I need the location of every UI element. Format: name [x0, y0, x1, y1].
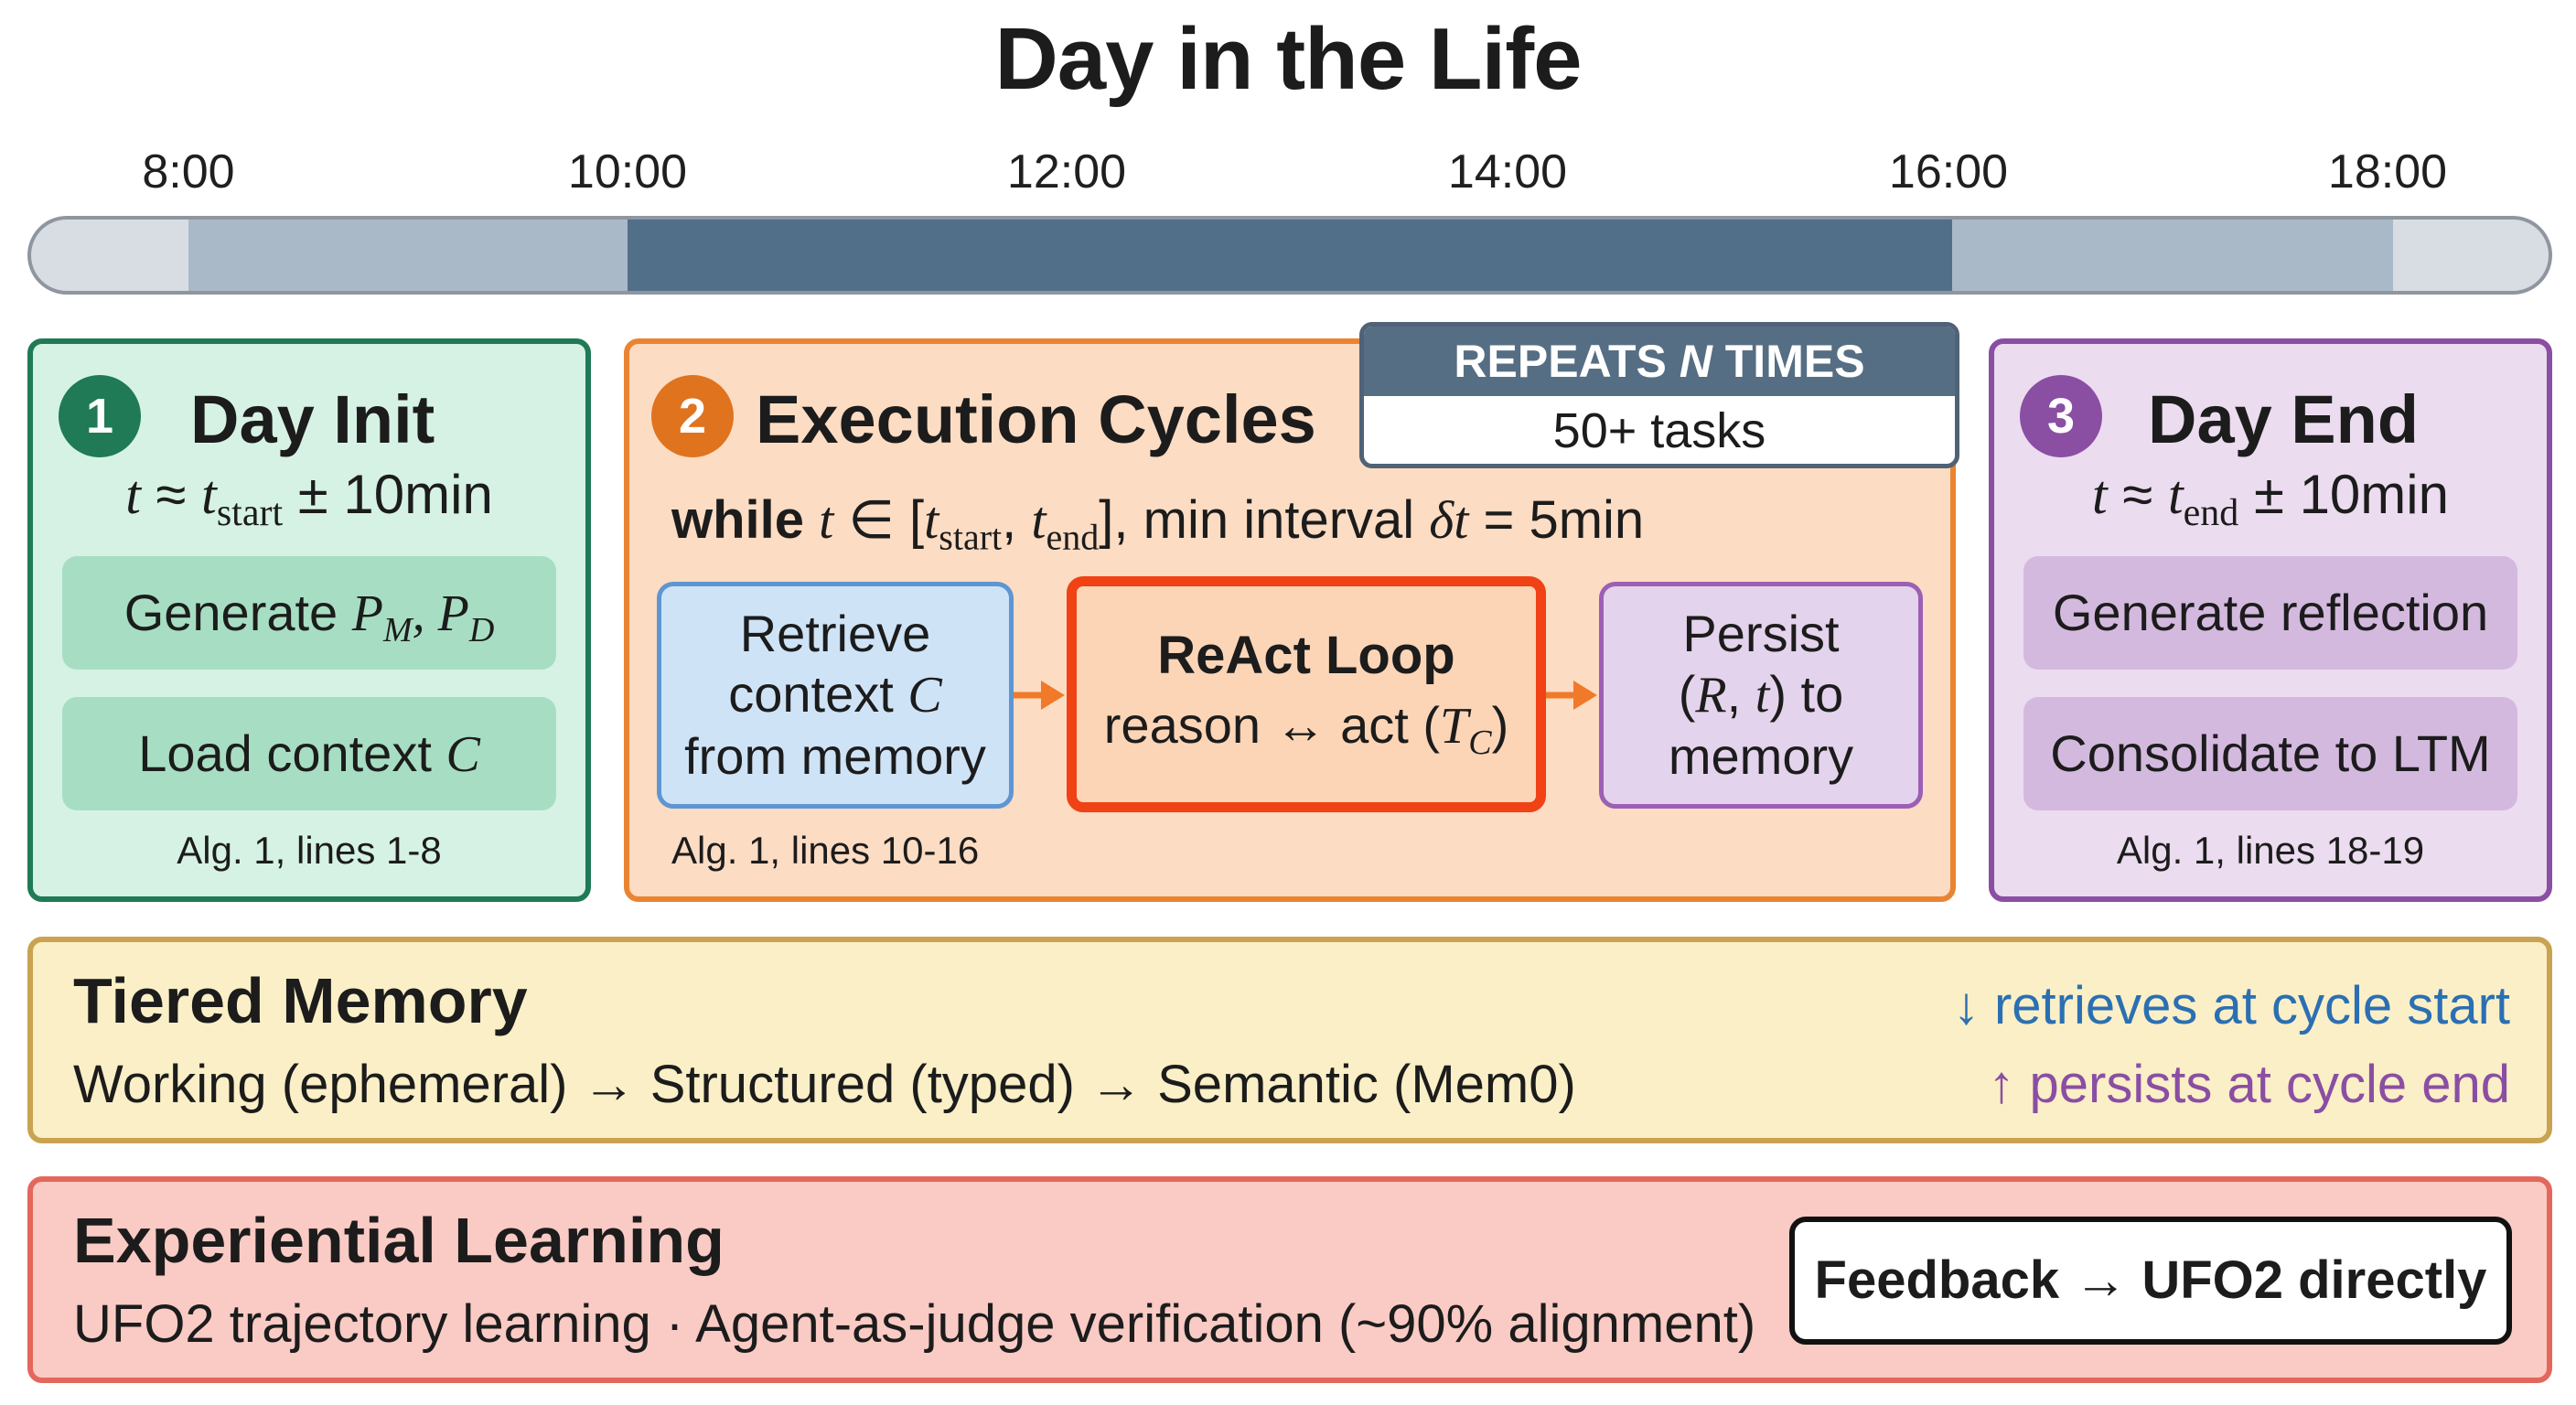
timeline-bar	[27, 216, 2552, 295]
generate-step: Generate PM, PD	[62, 556, 556, 670]
card-title: Day Init	[190, 381, 435, 457]
tick-label: 16:00	[1888, 145, 2009, 198]
day-init-card: 1 Day Init t ≈ tstart ± 10min Generate P…	[27, 338, 591, 902]
algorithm-reference: Alg. 1, lines 18-19	[2116, 829, 2425, 872]
arrow-right-icon	[1546, 681, 1597, 710]
learning-title: Experiential Learning	[73, 1205, 724, 1276]
tick-label: 18:00	[2327, 145, 2448, 198]
memory-tiers: Working (ephemeral) → Structured (typed)…	[73, 1055, 1576, 1114]
timeline-init-segment	[188, 220, 628, 291]
timeline-end-segment	[1952, 220, 2393, 291]
persist-note: ↑ persists at cycle end	[1988, 1055, 2510, 1114]
react-loop-title: ReAct Loop	[1157, 626, 1455, 686]
step-badge: 3	[2020, 375, 2102, 457]
tick-label: 12:00	[1006, 145, 1127, 198]
timing-formula: t ≈ tstart ± 10min	[125, 464, 493, 534]
memory-title: Tiered Memory	[73, 965, 528, 1036]
step-badge: 2	[651, 375, 734, 457]
react-loop-detail: reason ↔ act (TC)	[1103, 695, 1509, 762]
learning-detail: UFO2 trajectory learning · Agent-as-judg…	[73, 1294, 1756, 1354]
timing-formula: t ≈ tend ± 10min	[2092, 464, 2449, 534]
feedback-box: Feedback → UFO2 directly	[1789, 1217, 2512, 1345]
arrow-right-icon	[1014, 681, 1065, 710]
retrieve-context-box: Retrieve context C from memory	[657, 582, 1014, 809]
step-badge: 1	[59, 375, 141, 457]
persist-memory-box: Persist (R, t) to memory	[1599, 582, 1923, 809]
card-title: Day End	[2148, 381, 2420, 457]
generate-reflection-step: Generate reflection	[2023, 556, 2517, 670]
tick-label: 14:00	[1447, 145, 1568, 198]
react-loop-box: ReAct Loop reason ↔ act (TC)	[1067, 576, 1546, 812]
timeline-execution-segment	[628, 220, 1952, 291]
load-context-step: Load context C	[62, 697, 556, 810]
repeats-header: REPEATS N TIMES	[1364, 327, 1955, 396]
day-end-card: 3 Day End t ≈ tend ± 10min Generate refl…	[1989, 338, 2552, 902]
retrieve-note: ↓ retrieves at cycle start	[1952, 976, 2510, 1035]
algorithm-reference: Alg. 1, lines 1-8	[177, 829, 442, 872]
card-title: Execution Cycles	[756, 381, 1316, 457]
consolidate-step: Consolidate to LTM	[2023, 697, 2517, 810]
repeats-count: 50+ tasks	[1552, 403, 1766, 458]
tick-label: 10:00	[567, 145, 688, 198]
repeats-box: REPEATS N TIMES 50+ tasks	[1359, 322, 1959, 468]
loop-condition: while t ∈ [tstart, tend], min interval δ…	[671, 490, 1645, 558]
algorithm-reference: Alg. 1, lines 10-16	[671, 829, 980, 872]
diagram-title: Day in the Life	[994, 10, 1582, 108]
tick-label: 8:00	[142, 145, 235, 198]
experiential-learning-panel: Experiential Learning UFO2 trajectory le…	[27, 1176, 2552, 1383]
tiered-memory-panel: Tiered Memory Working (ephemeral) → Stru…	[27, 937, 2552, 1143]
